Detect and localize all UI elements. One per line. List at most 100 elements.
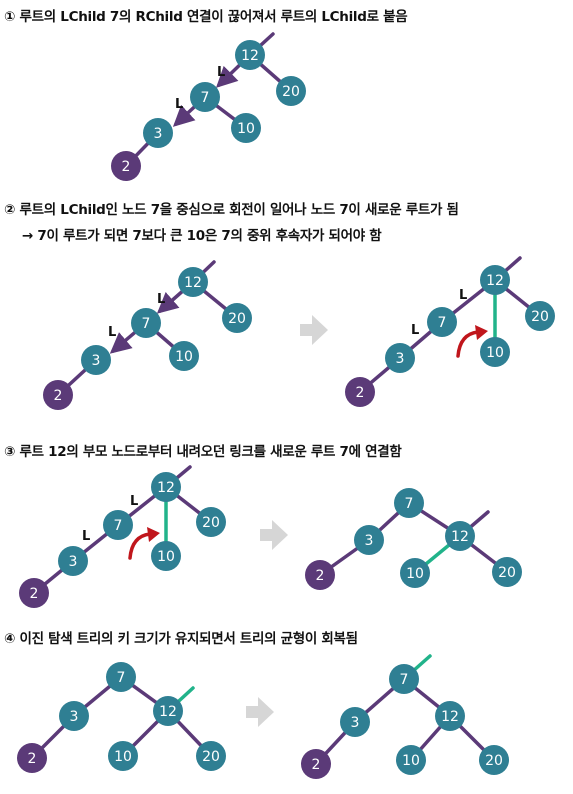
node-circle	[480, 265, 510, 295]
node-circle	[43, 380, 73, 410]
tree-node-3: 3	[59, 701, 89, 731]
node-circle	[427, 307, 457, 337]
step-arrow-icon	[246, 697, 274, 727]
node-label: 3	[365, 533, 374, 549]
tree-node-10: 10	[400, 558, 430, 588]
step-arrow-icon	[300, 315, 328, 345]
node-label: 20	[202, 749, 220, 765]
edge-label-L: L	[130, 494, 138, 509]
node-label: 12	[184, 275, 202, 291]
tree-node-2: 2	[19, 578, 49, 608]
node-circle	[480, 337, 510, 367]
node-circle	[103, 510, 133, 540]
tree-node-12: 12	[435, 701, 465, 731]
node-circle	[340, 707, 370, 737]
node-circle	[231, 113, 261, 143]
tree-node-3: 3	[81, 345, 111, 375]
tree-node-7: 7	[427, 307, 457, 337]
tree-node-20: 20	[479, 745, 509, 775]
node-label: 20	[531, 309, 549, 325]
tree-node-2: 2	[43, 380, 73, 410]
node-label: 12	[441, 709, 459, 725]
node-circle	[153, 696, 183, 726]
tree-node-20: 20	[222, 303, 252, 333]
node-circle	[345, 377, 375, 407]
node-label: 20	[498, 565, 516, 581]
node-label: 3	[92, 353, 101, 369]
tree-node-2: 2	[111, 151, 141, 181]
node-label: 2	[54, 388, 63, 404]
node-circle	[151, 472, 181, 502]
node-label: 7	[142, 316, 151, 332]
tree-node-7: 7	[106, 662, 136, 692]
node-circle	[17, 743, 47, 773]
edge-label-L: L	[217, 65, 225, 80]
node-circle	[222, 303, 252, 333]
node-label: 2	[122, 159, 131, 175]
node-label: 12	[451, 529, 469, 545]
tree-node-20: 20	[525, 301, 555, 331]
node-label: 7	[400, 672, 409, 688]
node-label: 7	[438, 315, 447, 331]
node-label: 10	[157, 549, 175, 565]
node-label: 10	[237, 121, 255, 137]
node-label: 20	[202, 515, 220, 531]
node-circle	[19, 578, 49, 608]
node-label: 2	[30, 586, 39, 602]
edge-label-L: L	[411, 323, 419, 338]
edge-label-L: L	[157, 292, 165, 307]
node-label: 12	[486, 273, 504, 289]
node-label: 3	[396, 351, 405, 367]
node-circle	[143, 118, 173, 148]
node-circle	[435, 701, 465, 731]
node-circle	[131, 308, 161, 338]
node-circle	[492, 557, 522, 587]
tree-node-12: 12	[445, 521, 475, 551]
node-label: 12	[157, 480, 175, 496]
tree-node-7: 7	[389, 664, 419, 694]
node-label: 7	[117, 670, 126, 686]
tree-node-2: 2	[301, 749, 331, 779]
node-label: 12	[159, 704, 177, 720]
node-label: 10	[402, 753, 420, 769]
tree-node-10: 10	[169, 341, 199, 371]
node-circle	[81, 345, 111, 375]
rotation-arrow-head	[475, 325, 488, 340]
node-circle	[196, 741, 226, 771]
tree-node-10: 10	[480, 337, 510, 367]
tree-node-2: 2	[17, 743, 47, 773]
tree-node-10: 10	[396, 745, 426, 775]
rotation-arrow-head	[147, 527, 160, 542]
node-circle	[58, 546, 88, 576]
node-label: 10	[486, 345, 504, 361]
rotation-arrow-icon	[128, 532, 152, 560]
edge-label-L: L	[175, 97, 183, 112]
node-circle	[301, 749, 331, 779]
node-label: 20	[485, 753, 503, 769]
node-label: 7	[201, 90, 210, 106]
tree-node-20: 20	[196, 741, 226, 771]
node-label: 3	[154, 126, 163, 142]
node-circle	[59, 701, 89, 731]
node-label: 2	[316, 568, 325, 584]
tree-node-12: 12	[151, 472, 181, 502]
node-circle	[108, 741, 138, 771]
rotation-arrow-icon	[456, 330, 480, 358]
step1-caption: ① 루트의 LChild 7의 RChild 연결이 끊어져서 루트의 LChi…	[4, 9, 408, 25]
tree-node-7: 7	[131, 308, 161, 338]
node-circle	[196, 507, 226, 537]
node-circle	[178, 267, 208, 297]
tree-node-20: 20	[276, 76, 306, 106]
tree-node-10: 10	[231, 113, 261, 143]
tree-node-2: 2	[305, 560, 335, 590]
node-label: 20	[228, 311, 246, 327]
node-label: 2	[356, 385, 365, 401]
edge-label-L: L	[459, 288, 467, 303]
step2-note: → 7이 루트가 되면 7보다 큰 10은 7의 중위 후속자가 되어야 함	[22, 228, 382, 244]
node-circle	[235, 40, 265, 70]
tree-node-20: 20	[196, 507, 226, 537]
node-circle	[394, 488, 424, 518]
tree-node-20: 20	[492, 557, 522, 587]
node-circle	[479, 745, 509, 775]
node-label: 20	[282, 84, 300, 100]
